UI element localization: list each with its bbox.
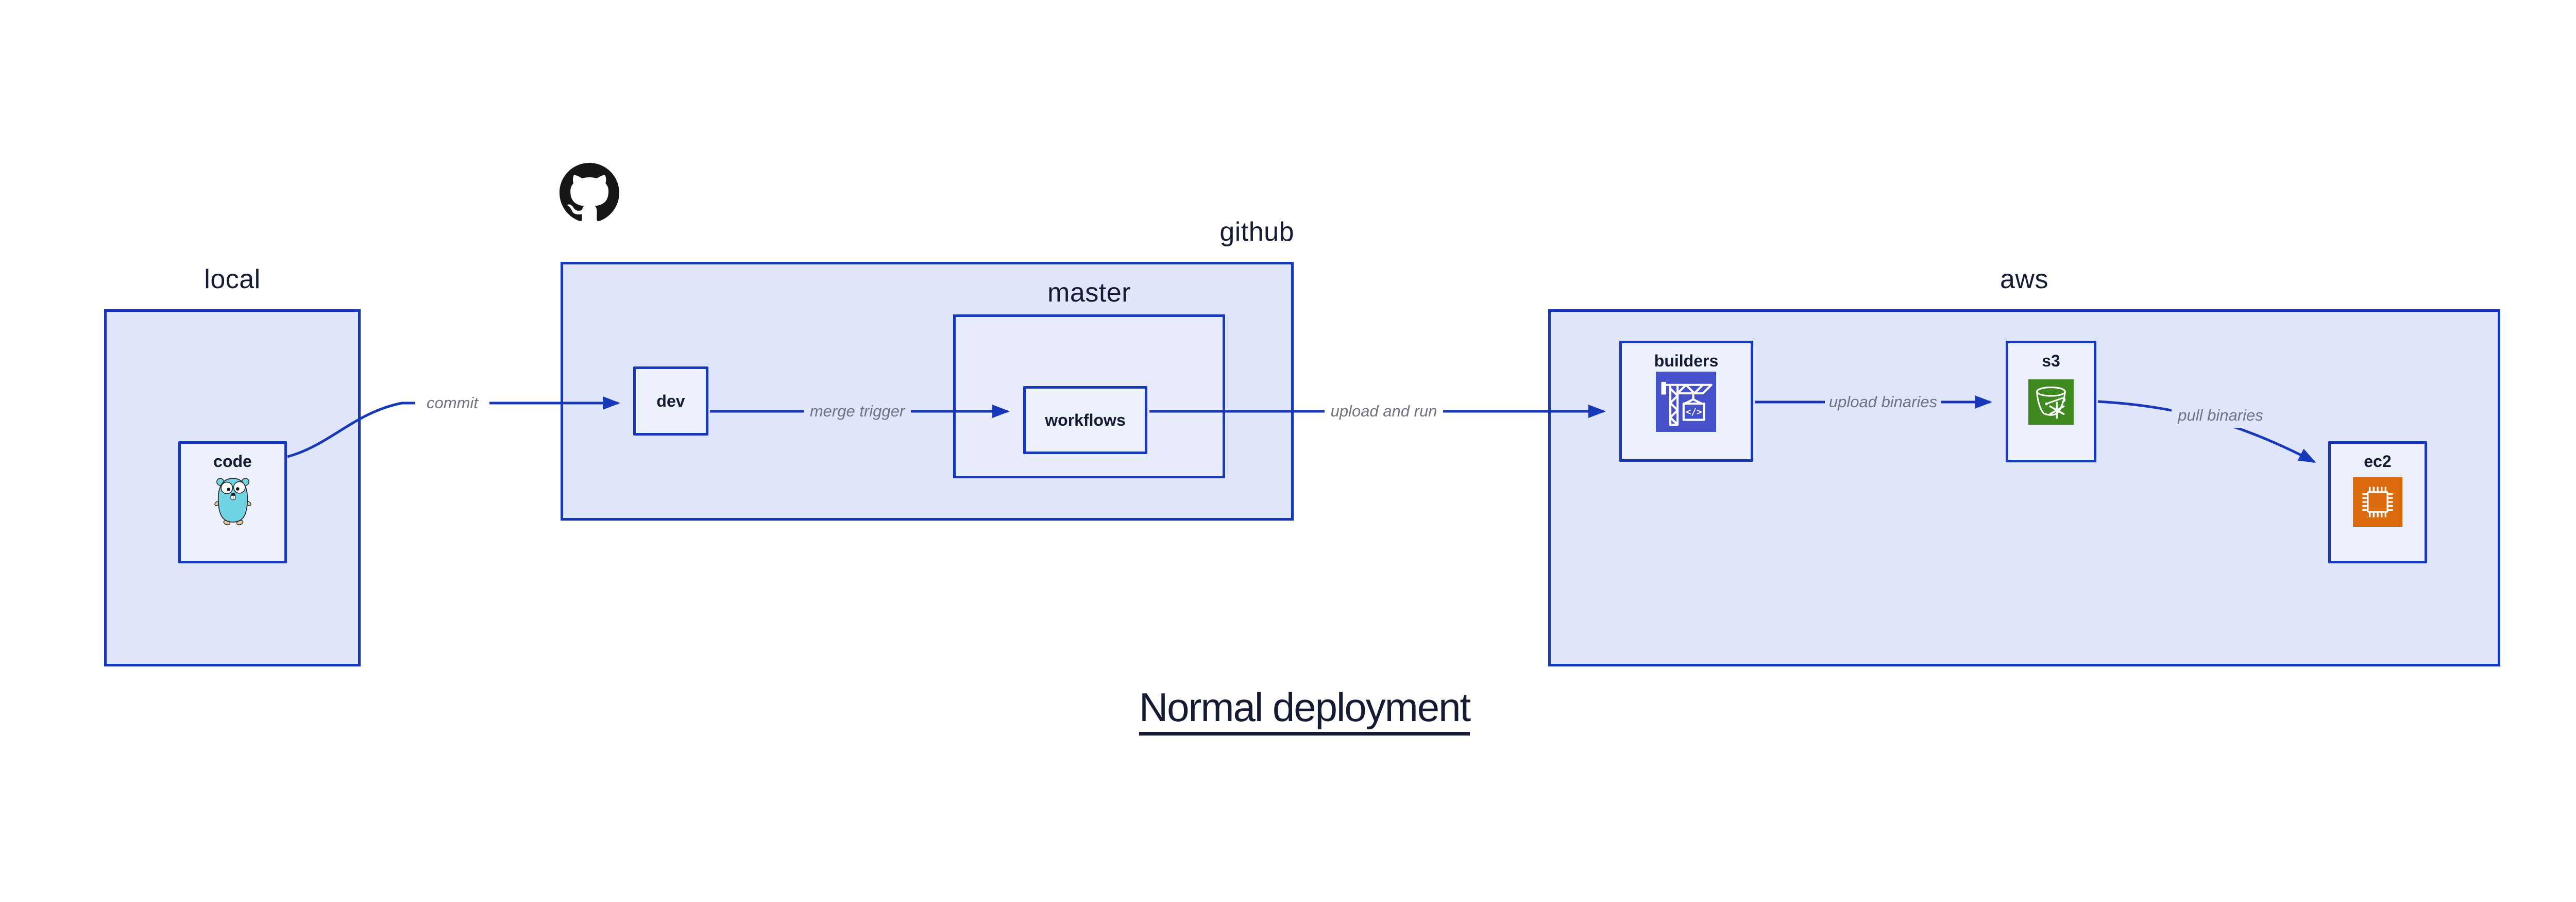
diagram-title: Normal deployment <box>1098 685 1511 736</box>
codebuild-crane-icon: </> <box>1656 372 1716 432</box>
group-label-github: github <box>1219 217 1294 247</box>
node-label-code: code <box>213 452 252 471</box>
node-dev: dev <box>633 366 708 436</box>
edge-label-pull-binaries: pull binaries <box>2172 403 2269 428</box>
node-s3: s3 <box>2006 341 2096 462</box>
s3-glacier-bucket-icon <box>2028 379 2074 425</box>
node-label-s3: s3 <box>2042 352 2060 370</box>
svg-text:</>: </> <box>1686 407 1702 417</box>
edge-label-commit: commit <box>415 391 489 415</box>
node-workflows: workflows <box>1023 386 1147 454</box>
go-gopher-icon <box>213 472 253 529</box>
node-label-builders: builders <box>1654 352 1719 370</box>
github-octocat-icon <box>560 163 619 223</box>
edge-label-upload-and-run: upload and run <box>1325 399 1443 424</box>
ec2-chip-icon <box>2353 477 2402 527</box>
group-label-local: local <box>204 264 261 294</box>
group-label-master: master <box>1047 278 1131 308</box>
node-label-ec2: ec2 <box>2364 452 2392 471</box>
diagram-title-text: Normal deployment <box>1139 685 1471 736</box>
node-label-dev: dev <box>656 391 685 410</box>
node-label-workflows: workflows <box>1045 410 1126 429</box>
group-label-aws: aws <box>2000 264 2048 294</box>
edge-label-merge-trigger: merge trigger <box>804 399 911 424</box>
edge-label-upload-binaries: upload binaries <box>1825 390 1941 414</box>
